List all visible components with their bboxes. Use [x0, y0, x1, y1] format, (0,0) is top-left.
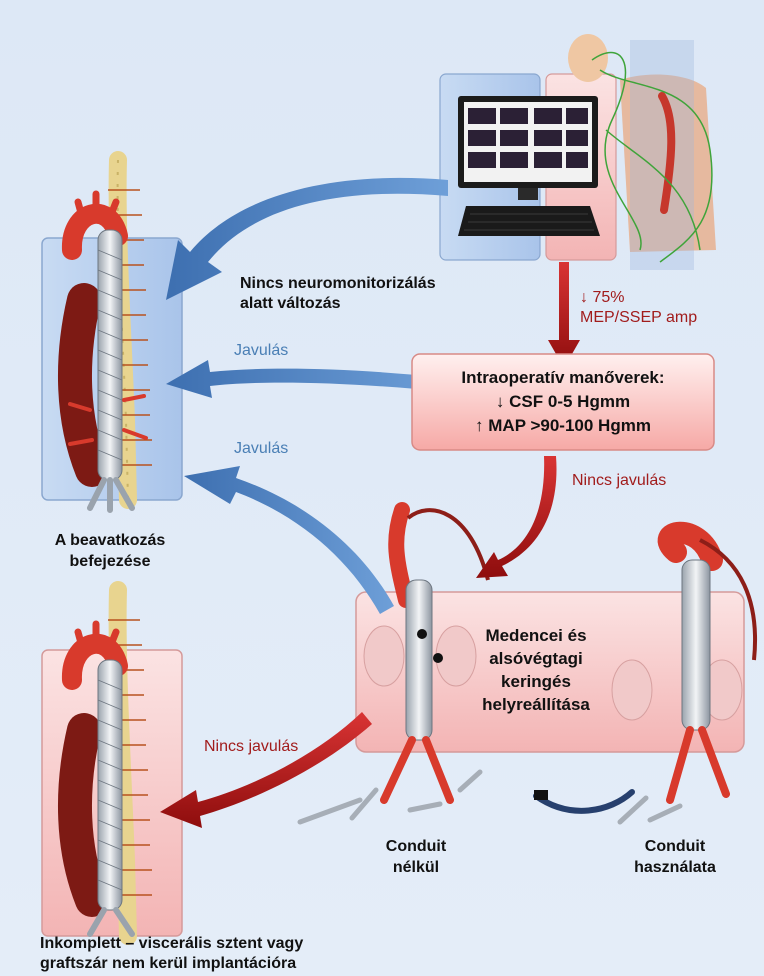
drop-label: ↓ 75% MEP/SSEP amp	[580, 288, 697, 328]
improve-label-1: Javulás	[234, 342, 288, 360]
conduit-without-line-1: Conduit	[366, 836, 466, 857]
maneuvers-csf: ↓ CSF 0-5 Hgmm	[412, 390, 714, 414]
completion-label: A beavatkozás befejezése	[30, 530, 190, 572]
red-arrow-no-improve-2	[160, 712, 372, 828]
improve-label-2: Javulás	[234, 440, 288, 458]
no-change-line-2: alatt változás	[240, 294, 436, 314]
conduit-with-line-2: használata	[620, 857, 730, 878]
no-change-label: Nincs neuromonitorizálás alatt változás	[240, 274, 436, 314]
completion-line-2: befejezése	[30, 551, 190, 572]
no-improve-label-2: Nincs javulás	[204, 738, 298, 756]
no-change-line-1: Nincs neuromonitorizálás	[240, 274, 436, 294]
restore-label: Medencei és alsóvégtagi keringés helyreá…	[466, 624, 606, 716]
blue-arrow-improve-1	[166, 360, 448, 398]
conduit-without-line-2: nélkül	[366, 857, 466, 878]
conduit-with-label: Conduit használata	[620, 836, 730, 878]
aorta-no-conduit-illustration	[300, 510, 488, 822]
blue-arrow-improve-2	[184, 466, 394, 614]
conduit-with-line-1: Conduit	[620, 836, 730, 857]
restore-line-1: Medencei és	[466, 624, 606, 647]
restore-line-3: keringés	[466, 670, 606, 693]
no-improve-label-1: Nincs javulás	[572, 472, 666, 490]
red-arrow-no-improve-1	[476, 456, 557, 578]
restore-line-4: helyreállítása	[466, 693, 606, 716]
conduit-without-label: Conduit nélkül	[366, 836, 466, 878]
maneuvers-title: Intraoperatív manőverek:	[412, 366, 714, 390]
incomplete-line-1: Inkomplett – viscerális sztent vagy	[40, 934, 303, 954]
restore-line-2: alsóvégtagi	[466, 647, 606, 670]
red-arrow-drop	[548, 262, 580, 368]
maneuvers-text: Intraoperatív manőverek: ↓ CSF 0-5 Hgmm …	[412, 366, 714, 438]
incomplete-label: Inkomplett – viscerális sztent vagy graf…	[40, 934, 303, 974]
drop-line-1: ↓ 75%	[580, 288, 697, 308]
maneuvers-map: ↑ MAP >90-100 Hgmm	[412, 414, 714, 438]
incomplete-line-2: graftszár nem kerül implantációra	[40, 954, 303, 974]
monitor-icon	[458, 96, 600, 236]
drop-line-2: MEP/SSEP amp	[580, 308, 697, 328]
completion-line-1: A beavatkozás	[30, 530, 190, 551]
